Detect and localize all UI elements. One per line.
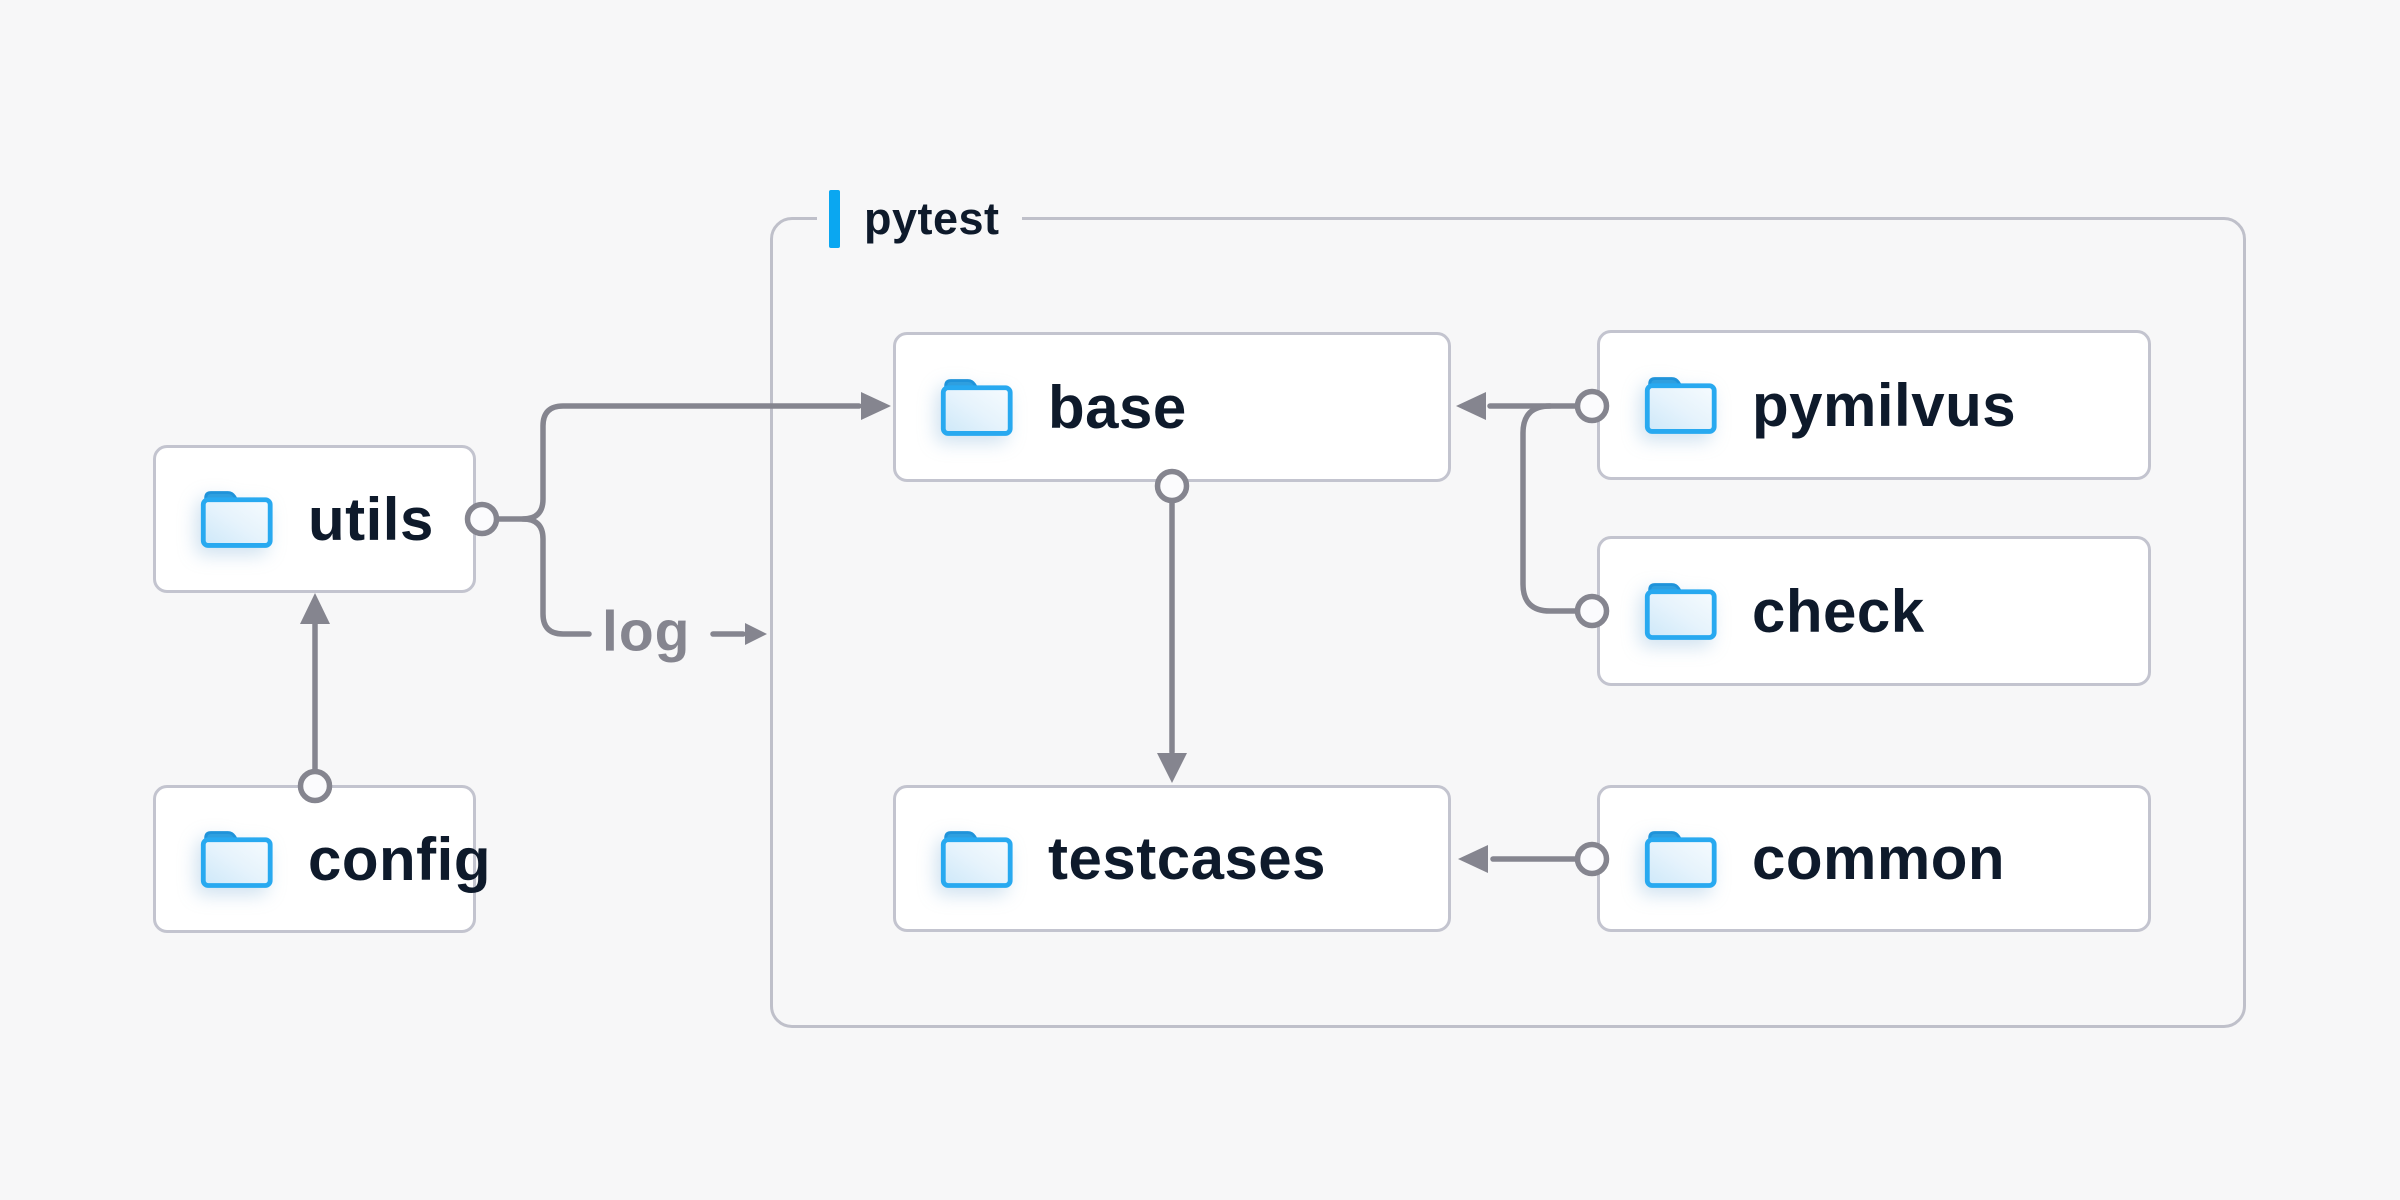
folder-node-label: config [308, 825, 491, 893]
pytest-group-label: pytest [864, 193, 1000, 244]
folder-icon [1642, 827, 1719, 891]
arrowhead-up-icon [300, 593, 330, 624]
folder-node-label: common [1752, 825, 2006, 892]
folder-node-check: check [1597, 536, 2151, 686]
folder-icon [1642, 579, 1719, 643]
blue-accent-bar-icon [829, 190, 840, 248]
folder-node-label: pymilvus [1752, 371, 2017, 439]
folder-node-common: common [1597, 785, 2151, 932]
wire-line [520, 516, 592, 637]
folder-icon [938, 827, 1015, 891]
folder-node-label: check [1752, 577, 1925, 645]
folder-icon [1642, 373, 1719, 437]
arrowhead-right-icon [745, 623, 767, 645]
folder-node-testcases: testcases [893, 785, 1451, 932]
folder-node-label: testcases [1048, 825, 1327, 892]
folder-node-config: config [153, 785, 490, 933]
folder-node-base: base [893, 332, 1451, 482]
edge-config-to-utils [300, 593, 330, 773]
pytest-group-legend: pytest [817, 189, 1022, 249]
folder-icon [198, 827, 275, 891]
folder-node-utils: utils [153, 445, 476, 593]
folder-icon [198, 487, 275, 551]
folder-icon [938, 375, 1015, 439]
folder-node-label: utils [308, 485, 434, 553]
log-edge-label: log [602, 599, 691, 664]
pytest-group-container: pytest [770, 189, 2246, 1028]
folder-node-pymilvus: pymilvus [1597, 330, 2151, 480]
folder-node-label: base [1048, 373, 1187, 441]
